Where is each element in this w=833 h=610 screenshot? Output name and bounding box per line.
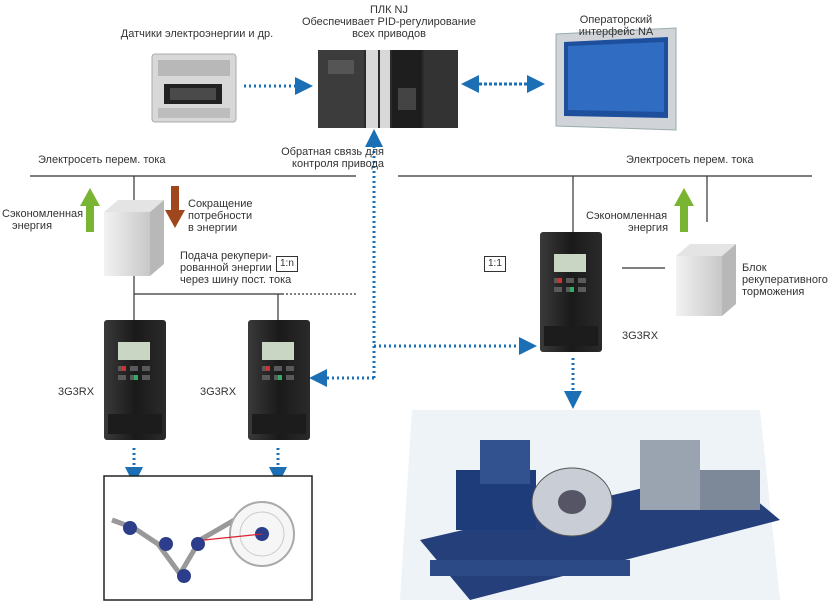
feedback-label-line2: контроля привода — [292, 158, 384, 170]
grid-label-right: Электросеть перем. тока — [626, 154, 754, 166]
grid-label-left: Электросеть перем. тока — [38, 154, 166, 166]
inverter-image-3 — [540, 232, 602, 352]
roll-forming-machine-image — [400, 410, 780, 600]
saved-energy-arrow-right — [674, 188, 694, 232]
inverter-image-2 — [248, 320, 310, 440]
winding-process-image — [103, 475, 313, 601]
hmi-label-line1: Операторский — [579, 14, 653, 26]
plc-image — [318, 50, 458, 128]
reduce-demand-line3: в энергии — [188, 222, 238, 234]
brake-unit-line2: рекуперативного — [742, 274, 828, 286]
reduce-demand-arrow — [165, 186, 185, 228]
sensors-label: Датчики электроэнергии и др. — [120, 28, 274, 40]
reduce-demand-line2: потребности — [188, 210, 253, 222]
drive-label-2: 3G3RX — [200, 386, 237, 398]
feedback-label-line1: Обратная связь для — [281, 146, 384, 158]
saved-energy-left-line1: Сэкономленная — [2, 208, 84, 220]
regen-supply-line1: Подача рекупери- — [180, 250, 272, 262]
plc-title: ПЛК NJ — [369, 4, 409, 16]
power-meter-image — [151, 53, 237, 123]
inverter-image-1 — [104, 320, 166, 440]
regen-unit-left-image — [104, 200, 164, 276]
brake-unit-line3: торможения — [742, 286, 805, 298]
hmi-label-line2: интерфейс NA — [578, 26, 654, 38]
plc-desc-line2: всех приводов — [352, 28, 426, 40]
drive-label-1: 3G3RX — [58, 386, 95, 398]
drive-label-3: 3G3RX — [622, 330, 659, 342]
regen-supply-line2: рованной энергии — [180, 262, 272, 274]
plc-desc-line1: Обеспечивает PID-регулирование — [301, 16, 477, 28]
reduce-demand-line1: Сокращение — [188, 198, 253, 210]
saved-energy-left-line2: энергия — [12, 220, 53, 232]
ratio-badge-left: 1:n — [276, 256, 298, 272]
saved-energy-right-line2: энергия — [628, 222, 669, 234]
regen-supply-line3: через шину пост. тока — [180, 274, 292, 286]
saved-energy-arrow-left — [80, 188, 100, 232]
ratio-badge-right: 1:1 — [484, 256, 506, 272]
brake-unit-line1: Блок — [742, 262, 767, 274]
brake-unit-image — [676, 244, 736, 316]
hmi-panel-image — [555, 27, 677, 131]
saved-energy-right-line1: Сэкономленная — [586, 210, 668, 222]
